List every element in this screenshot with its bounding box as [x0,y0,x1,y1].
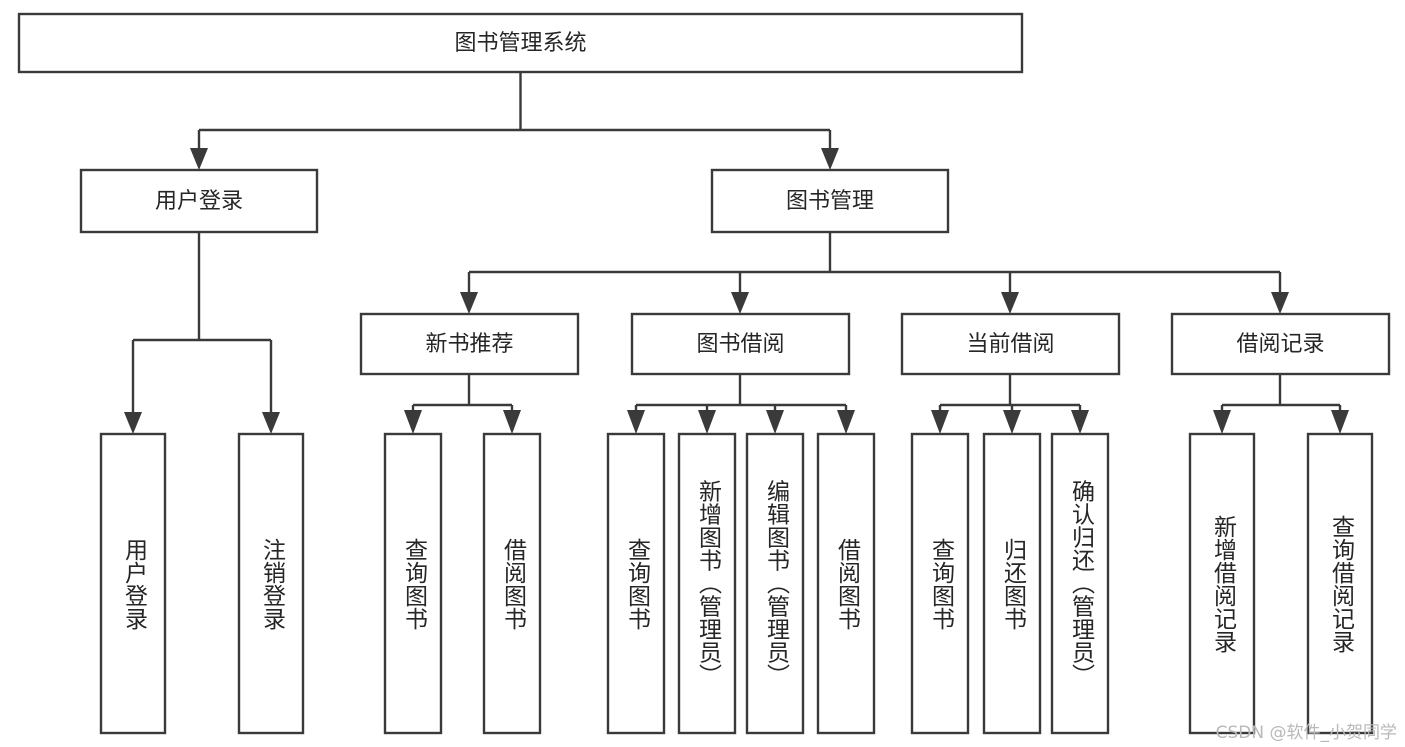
node-book-borrow[interactable]: 图书借阅 [630,312,851,376]
leaf-node-edit-book-admin[interactable]: 编辑图书（管理员） [745,432,805,735]
arrow-new-book-leaf-1 [404,410,422,434]
node-borrow-record-box[interactable] [1170,312,1391,376]
arrow-current-leaf-2 [1003,410,1021,434]
arrow-borrow-leaf-4 [837,410,855,434]
leaf-node-query-book-1[interactable]: 查询图书 [383,432,443,735]
node-new-book-recommend-label: 新书推荐 [425,332,513,357]
node-current-borrow-box[interactable] [900,312,1121,376]
leaf-node-logout-label: 注销登录 [259,538,287,630]
leaf-node-borrow-book-2-label: 借阅图书 [834,538,862,630]
leaf-node-edit-book-admin-box[interactable] [745,432,805,735]
leaf-node-return-book-box[interactable] [982,432,1042,735]
leaf-node-borrow-book-2-box[interactable] [816,432,876,735]
node-new-book-recommend-box[interactable] [359,312,580,376]
arrow-user-login-leaf-1 [124,412,142,434]
node-root-system-box[interactable] [17,12,1024,74]
leaf-node-borrow-book-1-label: 借阅图书 [500,538,528,630]
arrow-record-leaf-1 [1213,410,1231,434]
leaf-node-borrow-book-1[interactable]: 借阅图书 [482,432,542,735]
arrow-borrow-leaf-1 [627,410,645,434]
leaf-node-user-login[interactable]: 用户登录 [99,432,167,735]
leaf-node-add-book-admin-box[interactable] [677,432,737,735]
node-borrow-record-label: 借阅记录 [1236,332,1324,357]
leaf-node-borrow-book-2[interactable]: 借阅图书 [816,432,876,735]
arrow-root-to-user-login [190,148,208,170]
arrow-user-login-leaf-2 [262,412,280,434]
node-user-login-box[interactable] [79,168,319,234]
node-root-system[interactable]: 图书管理系统 [17,12,1024,74]
leaf-node-query-book-2[interactable]: 查询图书 [606,432,666,735]
node-book-borrow-label: 图书借阅 [696,332,784,357]
arrow-root-to-book-mgmt [821,148,839,170]
leaf-node-edit-book-admin-label: 编辑图书（管理员） [763,480,791,687]
arrow-book-mgmt-to-record [1271,292,1289,314]
node-book-borrow-box[interactable] [630,312,851,376]
connector-layer [124,72,1349,434]
leaf-node-borrow-book-1-box[interactable] [482,432,542,735]
arrow-current-leaf-3 [1071,410,1089,434]
node-root-system-label: 图书管理系统 [454,31,586,56]
node-current-borrow[interactable]: 当前借阅 [900,312,1121,376]
leaf-node-add-borrow-record-label: 新增借阅记录 [1210,515,1238,653]
leaf-node-query-book-3-box[interactable] [910,432,970,735]
leaf-node-query-book-2-label: 查询图书 [624,538,652,630]
leaf-node-user-login-box[interactable] [99,432,167,735]
leaf-node-return-book-label: 归还图书 [1000,538,1028,630]
arrow-borrow-leaf-2 [698,410,716,434]
leaf-node-query-book-3-label: 查询图书 [928,538,956,630]
leaf-node-add-borrow-record-box[interactable] [1188,432,1256,735]
node-book-management[interactable]: 图书管理 [710,168,950,234]
leaf-node-query-borrow-record-label: 查询借阅记录 [1328,515,1356,653]
leaf-node-query-book-1-label: 查询图书 [401,538,429,630]
leaf-node-logout[interactable]: 注销登录 [237,432,305,735]
node-book-management-box[interactable] [710,168,950,234]
arrow-book-mgmt-to-current [1001,292,1019,314]
leaf-node-query-book-1-box[interactable] [383,432,443,735]
arrow-record-leaf-2 [1331,410,1349,434]
node-borrow-record[interactable]: 借阅记录 [1170,312,1391,376]
node-user-login-label: 用户登录 [155,189,243,214]
node-new-book-recommend[interactable]: 新书推荐 [359,312,580,376]
csdn-watermark: CSDN @软件_小贺同学 [1215,723,1397,743]
node-current-borrow-label: 当前借阅 [966,332,1054,357]
leaf-node-add-book-admin-label: 新增图书（管理员） [695,480,723,687]
arrow-book-mgmt-to-new-book [460,292,478,314]
node-book-management-label: 图书管理 [786,189,874,214]
leaf-node-query-book-2-box[interactable] [606,432,666,735]
leaf-node-confirm-return-admin-box[interactable] [1050,432,1110,735]
leaf-node-query-book-3[interactable]: 查询图书 [910,432,970,735]
arrow-current-leaf-1 [931,410,949,434]
leaf-node-query-borrow-record-box[interactable] [1306,432,1374,735]
leaf-node-user-login-label: 用户登录 [121,538,149,630]
leaf-node-add-borrow-record[interactable]: 新增借阅记录 [1188,432,1256,735]
leaf-node-return-book[interactable]: 归还图书 [982,432,1042,735]
leaf-node-logout-box[interactable] [237,432,305,735]
leaf-node-confirm-return-admin[interactable]: 确认归还（管理员） [1050,432,1110,735]
arrow-new-book-leaf-2 [503,410,521,434]
arrow-borrow-leaf-3 [766,410,784,434]
leaf-node-query-borrow-record[interactable]: 查询借阅记录 [1306,432,1374,735]
leaf-node-confirm-return-admin-label: 确认归还（管理员） [1068,480,1096,687]
leaf-node-add-book-admin[interactable]: 新增图书（管理员） [677,432,737,735]
arrow-book-mgmt-to-borrow [731,292,749,314]
node-user-login[interactable]: 用户登录 [79,168,319,234]
